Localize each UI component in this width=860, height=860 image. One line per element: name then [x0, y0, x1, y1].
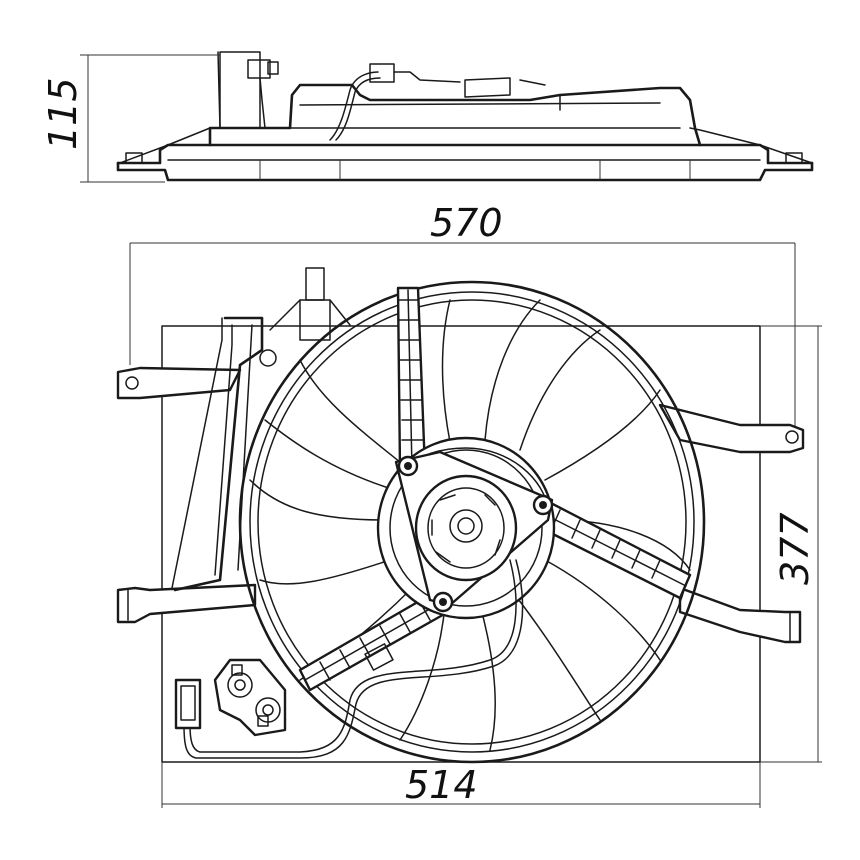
- dimension-height-right: 377: [760, 325, 822, 763]
- dimension-width-bottom: 514: [161, 762, 761, 808]
- dimension-label-115: 115: [41, 77, 85, 150]
- support-spokes: [298, 286, 692, 692]
- dimension-width-top: 570: [129, 201, 796, 430]
- dimension-height: 115: [41, 54, 220, 183]
- side-view: [116, 51, 814, 182]
- dimension-label-570: 570: [430, 201, 503, 245]
- motor: [376, 436, 556, 620]
- fan-blades: [249, 299, 691, 751]
- wiring-harness: [174, 559, 524, 759]
- front-view: [116, 267, 805, 764]
- dimension-label-377: 377: [773, 512, 817, 585]
- dimension-label-514: 514: [405, 763, 478, 807]
